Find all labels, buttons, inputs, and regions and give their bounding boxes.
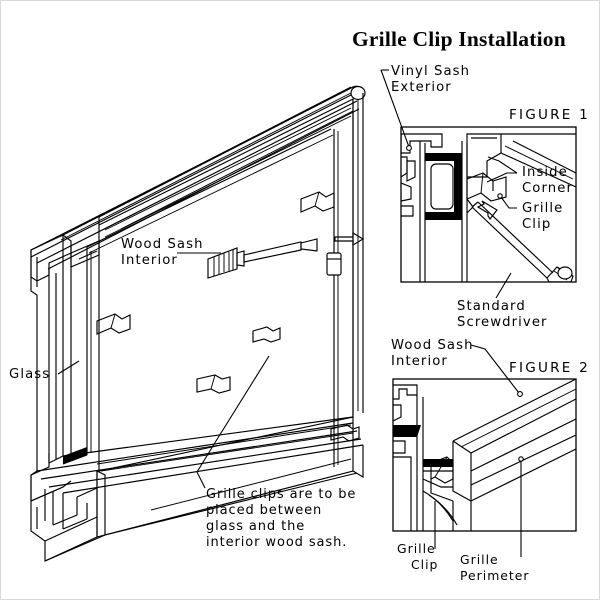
grille-clip-sill <box>252 326 281 343</box>
figure2-panel <box>392 378 577 532</box>
bottom-rail-face <box>96 417 364 538</box>
vinyl-sash-exterior-leader-dot <box>406 145 412 151</box>
grille-perimeter-line1: Grille <box>460 552 499 567</box>
label-grille-clip-fig2: Grille Clip <box>397 541 438 572</box>
glass-pane <box>86 128 334 455</box>
wood-sash-interior-line2: Interior <box>121 253 178 268</box>
grille-clip-at-stile <box>326 252 342 276</box>
left-jamb-cutaway <box>30 234 100 502</box>
grille-clip-bottom-rail <box>330 424 360 442</box>
wood-sash-interior-fig2-line2: Interior <box>391 354 448 369</box>
grille-clip-middle <box>96 313 131 335</box>
wood-sash-interior-line1: Wood Sash <box>121 237 204 252</box>
label-standard-screwdriver: Standard Screwdriver <box>457 299 548 330</box>
figure1-caption: FIGURE 1 <box>509 107 590 123</box>
insertion-arrow-main <box>334 231 365 247</box>
label-grille-clip-fig1: Grille Clip <box>522 201 563 232</box>
figure1-leaders <box>380 69 518 299</box>
grille-clip-line2: Clip <box>522 217 551 232</box>
figure2-caption: FIGURE 2 <box>509 360 590 376</box>
grille-clip-line1: Grille <box>522 201 563 216</box>
main-sash-drawing <box>30 85 366 562</box>
right-stile <box>333 129 339 467</box>
label-wood-sash-interior-main: Wood Sash Interior <box>121 237 204 268</box>
note-line-4: interior wood sash. <box>206 535 347 550</box>
screwdriver-main <box>207 238 318 279</box>
grille-perimeter-line2: Perimeter <box>460 568 529 583</box>
grille-perimeter-leader-dot <box>518 456 524 462</box>
label-vinyl-sash-exterior: Vinyl Sash Exterior <box>391 64 470 95</box>
label-glass: Glass <box>9 367 50 382</box>
figure1-panel <box>400 126 577 283</box>
grille-clip-leader-dot <box>497 193 503 199</box>
note-line-2: placed between <box>206 503 322 518</box>
label-wood-sash-interior-fig2: Wood Sash Interior <box>391 338 474 369</box>
note-line-1: Grille clips are to be <box>206 487 356 502</box>
top-rail-bands <box>30 86 360 270</box>
figure2-frame <box>392 378 577 532</box>
wood-sash-interior-fig2-line1: Wood Sash <box>391 338 474 353</box>
grille-clip-fig2-line1: Grille <box>397 541 436 556</box>
inside-corner-line1: Inside <box>522 165 568 180</box>
grille-clip-fig2-line2: Clip <box>411 557 438 572</box>
vinyl-sash-exterior-line2: Exterior <box>391 80 452 95</box>
inside-corner-line2: Corner <box>522 181 573 196</box>
grille-clip-upper <box>300 191 335 213</box>
bottom-rail-bands <box>36 416 364 494</box>
standard-screwdriver-line2: Screwdriver <box>457 315 548 330</box>
label-grille-perimeter: Grille Perimeter <box>460 552 529 583</box>
standard-screwdriver-line1: Standard <box>457 299 526 314</box>
main-drawing-leaders <box>57 252 270 489</box>
note-grille-clip-placement: Grille clips are to be placed between gl… <box>206 487 356 550</box>
label-inside-corner: Inside Corner <box>522 165 573 196</box>
figure2-leaders <box>434 344 524 557</box>
grille-clip-lower <box>196 374 231 394</box>
page-title: Grille Clip Installation <box>352 27 566 51</box>
wood-sash-interior-leader-dot-fig2 <box>517 391 523 397</box>
note-line-3: glass and the <box>206 519 305 534</box>
vinyl-sash-exterior-line1: Vinyl Sash <box>391 64 470 79</box>
